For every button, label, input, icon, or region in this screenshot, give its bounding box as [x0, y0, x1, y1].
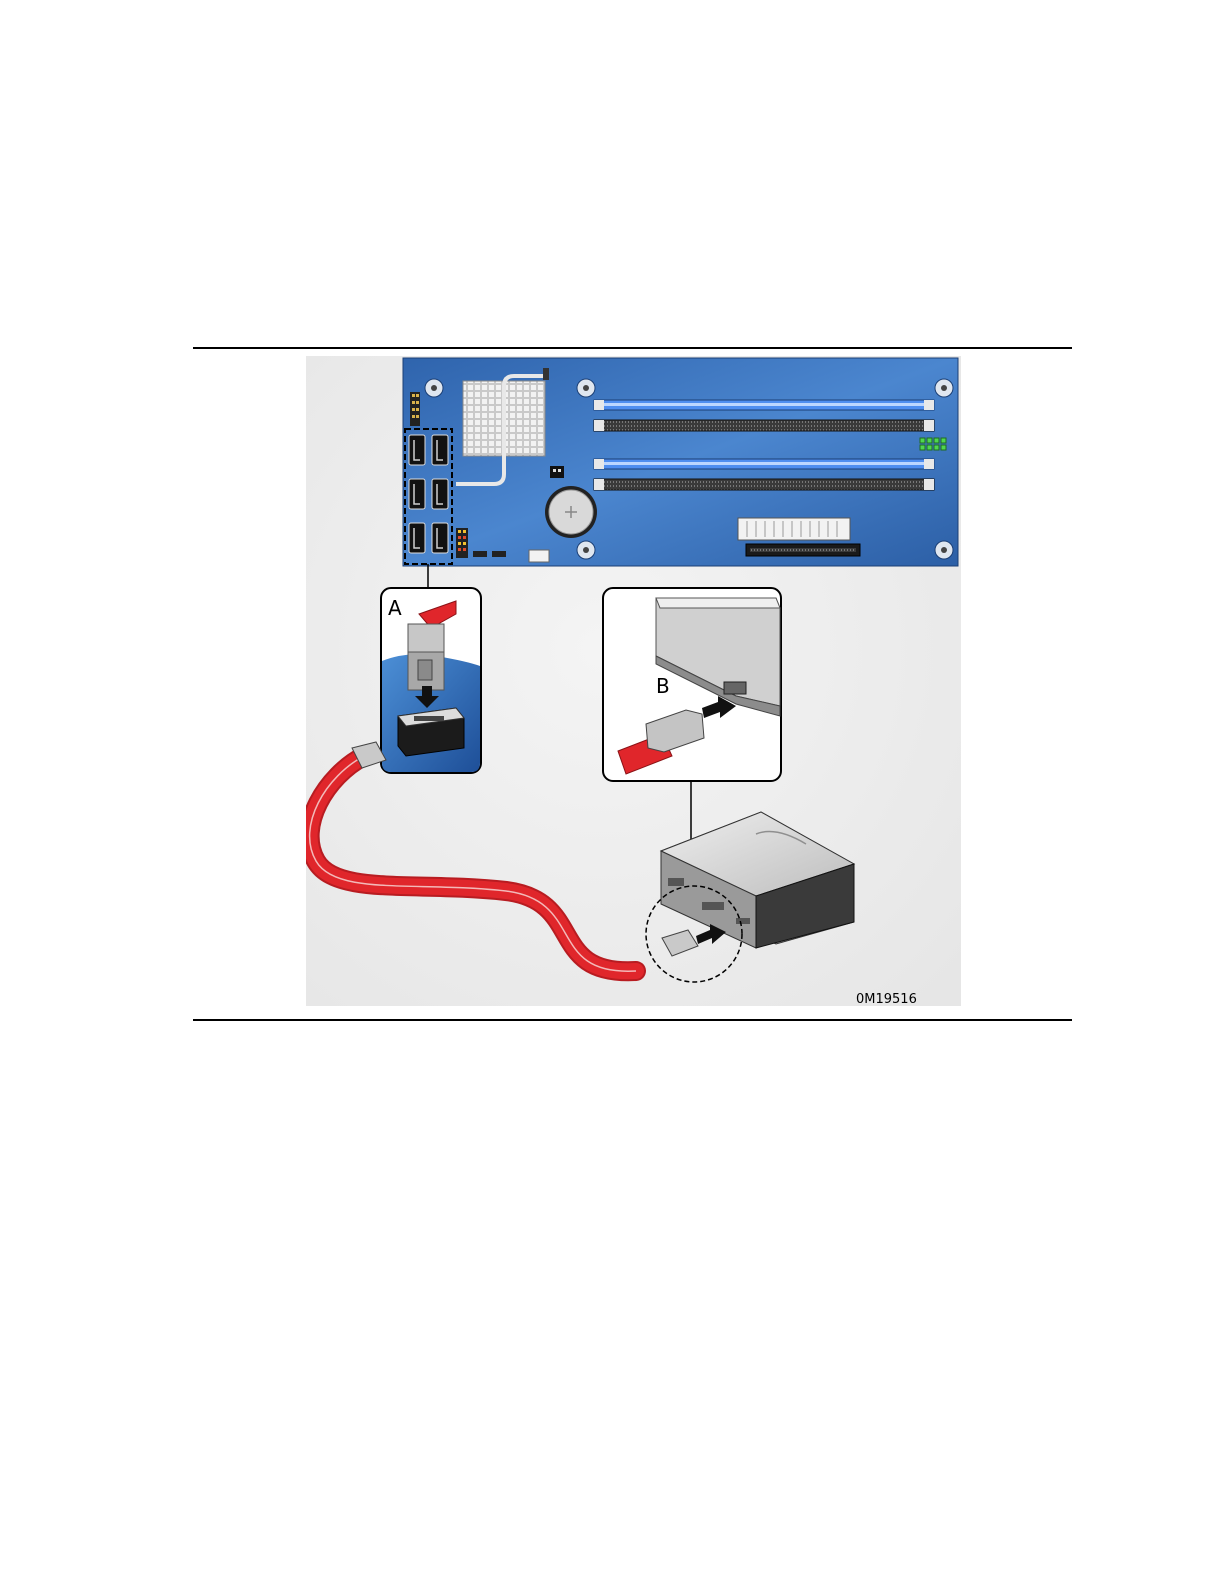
inset-a: A	[381, 588, 481, 773]
inset-b: B	[603, 588, 781, 781]
callout-letter-b: B	[656, 674, 670, 698]
dimm-slot-blue-1	[594, 400, 934, 410]
figure-id: 0M19516	[856, 992, 917, 1006]
inset-a-socket	[398, 708, 464, 756]
dimm-slot-black-1	[594, 420, 934, 431]
usb-header	[456, 528, 468, 558]
cmos-battery	[545, 486, 597, 538]
dimm-slot-blue-2	[594, 459, 934, 469]
motherboard	[403, 358, 958, 566]
fan-header	[529, 550, 549, 562]
dimm-slot-black-2	[594, 479, 934, 490]
sata-cable-connection-figure: A B	[306, 356, 961, 1006]
bottom-rule	[193, 1019, 1072, 1021]
top-rule	[193, 347, 1072, 349]
callout-letter-a: A	[388, 596, 402, 620]
power-connector	[738, 518, 850, 540]
inset-a-plug	[408, 624, 444, 690]
